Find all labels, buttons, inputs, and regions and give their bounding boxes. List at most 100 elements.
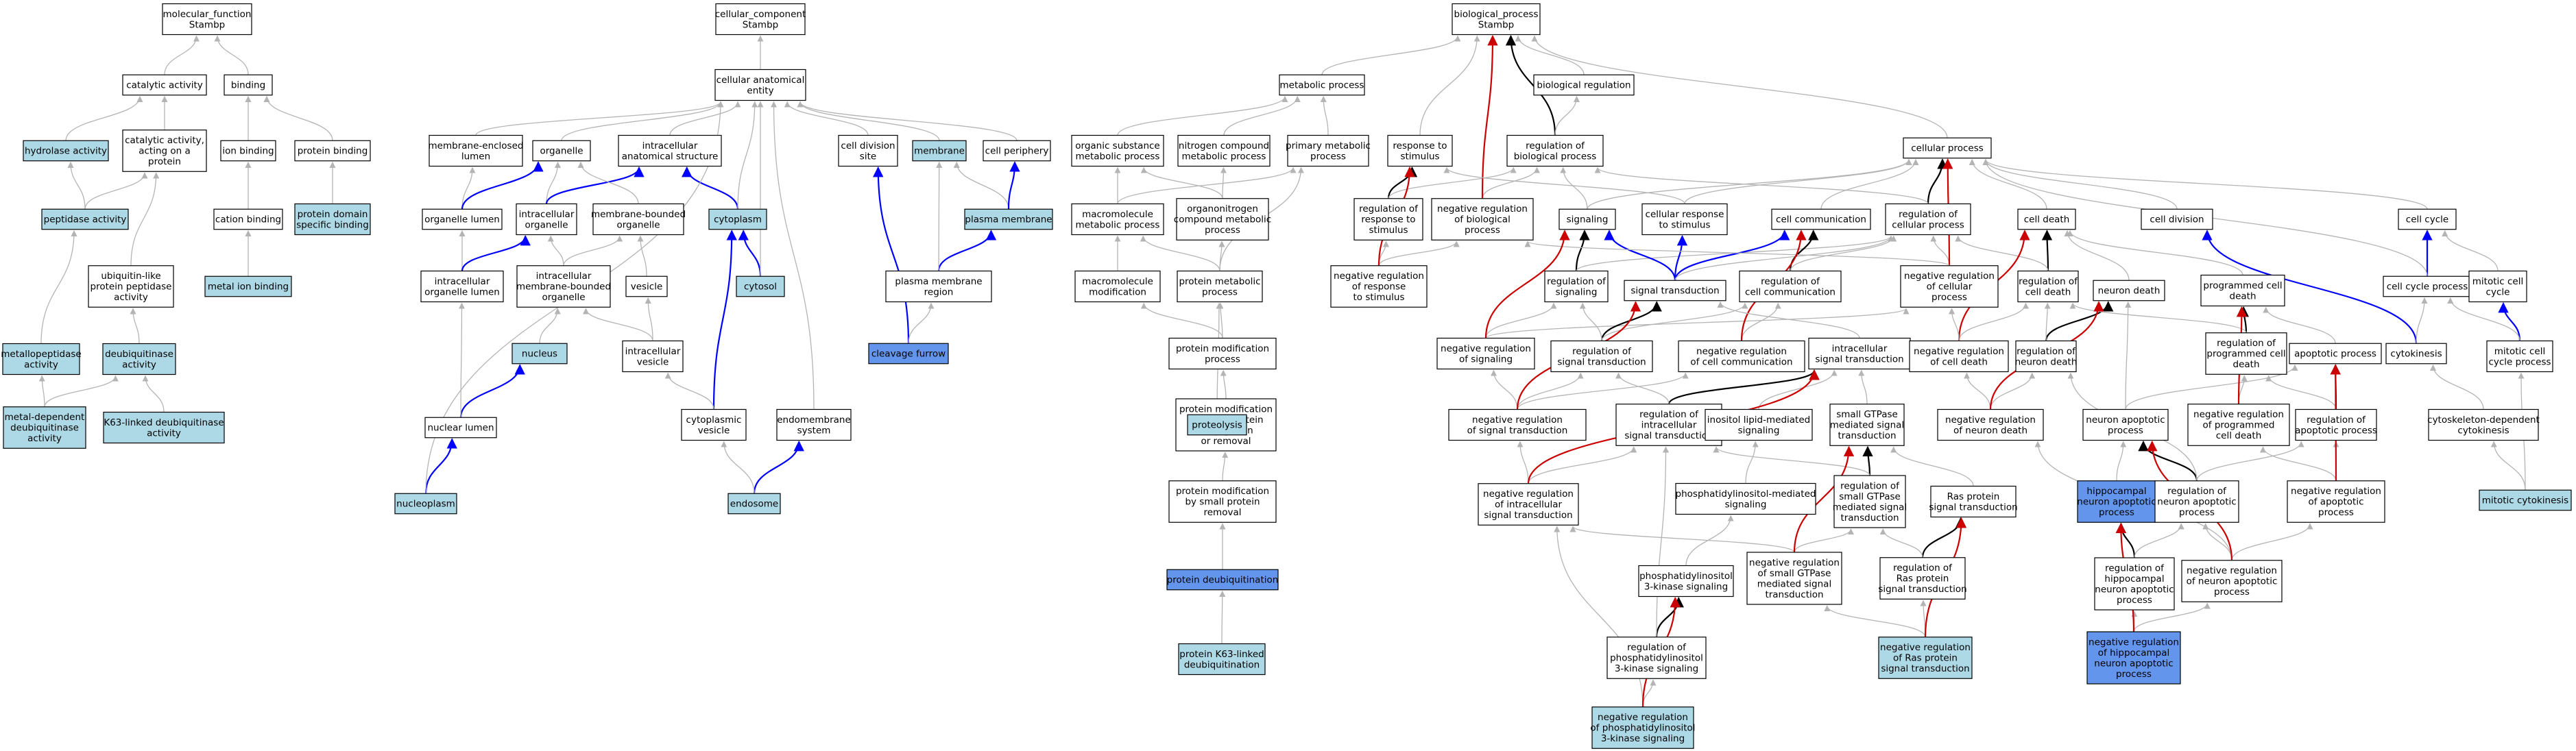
go-term-box — [2479, 489, 2572, 511]
go-term-label: activity — [114, 292, 148, 303]
go-term-label: cellular process — [1911, 143, 1984, 154]
go-term-label: mitotic cell — [2472, 276, 2523, 287]
go-term-box — [2082, 408, 2169, 441]
go-term-label: of phosphatidylinositol — [1590, 723, 1695, 734]
edge-is-a-orglumen-to-memencl — [461, 167, 476, 210]
edge-is-a-negregcell-to-regcell — [1930, 235, 1950, 266]
edge-is-a-regsigtrans-to-regsig — [1579, 302, 1602, 341]
go-term-box — [1387, 134, 1453, 167]
edge-is-a-inositol-to-intrasig — [1758, 369, 1838, 410]
go-term-node-cellperiph: cell periphery — [983, 140, 1051, 162]
go-term-node-sigtrans: signal transduction — [1624, 280, 1726, 301]
go-term-label: intracellular — [519, 209, 575, 220]
edge-is-a-catact-to-molfun — [164, 35, 200, 75]
go-term-label: regulation of — [2217, 338, 2276, 349]
go-term-box — [681, 408, 747, 441]
go-term-box — [2287, 480, 2385, 523]
go-term-box — [2205, 332, 2287, 375]
go-term-label: site — [860, 151, 876, 162]
go-term-node-nuclumen: nuclear lumen — [424, 417, 497, 439]
go-term-label: membrane-bounded — [516, 282, 611, 293]
go-term-node-peptidase: peptidase activity — [41, 208, 129, 230]
go-term-label: process — [2117, 595, 2152, 606]
go-term-box — [2017, 270, 2079, 303]
go-term-label: metabolic process — [1182, 151, 1266, 162]
go-term-label: regulation of — [2307, 415, 2366, 426]
go-term-box — [422, 208, 503, 230]
go-term-label: mediated signal — [1830, 420, 1904, 431]
edge-is-a-regcell-to-regbio — [1594, 167, 1929, 204]
go-term-box — [2015, 340, 2077, 373]
edge-is-a-celldiv-to-cellproc — [1982, 158, 2178, 210]
go-term-box — [625, 275, 668, 297]
edge-is-a-cytovesicle-to-intravesicle — [664, 372, 714, 410]
go-term-label: negative regulation — [1437, 204, 1528, 214]
edge-is-a-negregcelldeath-to-negregcell — [1948, 308, 1960, 341]
go-term-label: hydrolase activity — [25, 146, 107, 157]
go-term-box — [2, 343, 80, 376]
edge-is-a-nuclumen-to-intraorglumen — [458, 302, 466, 418]
go-term-label: nitrogen compound — [1179, 140, 1269, 151]
go-term-label: cell cycle process — [2387, 282, 2468, 293]
go-term-label: organelle — [525, 219, 568, 230]
go-term-label: signaling — [1738, 425, 1780, 436]
go-term-label: biological regulation — [1537, 80, 1630, 91]
go-term-label: Stambp — [189, 19, 225, 30]
go-term-label: compound metabolic — [1174, 214, 1271, 225]
go-term-label: removal — [1204, 507, 1242, 518]
go-term-box — [394, 493, 457, 515]
edge-is-a-protmodproc-to-protmetab — [1217, 302, 1224, 338]
go-term-node-cytokinesis: cytokinesis — [2385, 343, 2447, 365]
go-term-node-bioreg: biological regulation — [1533, 74, 1635, 96]
go-term-label: modification — [1089, 286, 1146, 297]
go-term-label: specific binding — [296, 219, 369, 230]
go-term-label: programmed cell — [2206, 349, 2285, 360]
go-term-label: neuron apoptotic — [2077, 497, 2156, 508]
go-term-label: response to — [1361, 214, 1415, 225]
go-term-label: metal-dependent — [5, 412, 85, 423]
go-term-label: protein K63-linked — [1179, 649, 1264, 660]
go-term-box — [1176, 198, 1269, 241]
edge-is-a-negregsmallgtpase-to-regsmallgtpase — [1794, 528, 1855, 553]
edge-is-a-cellcycle-to-cellproc — [1982, 158, 2428, 210]
go-term-label: cytoskeleton-dependent — [2427, 415, 2540, 426]
go-term-label: transduction — [1765, 589, 1823, 600]
go-term-box — [1353, 198, 1423, 241]
go-term-node-organelle: organelle — [532, 140, 591, 162]
edge-part-of-sigtrans-to-signaling — [1604, 230, 1676, 281]
go-term-box — [1533, 74, 1635, 96]
go-term-label: entity — [747, 85, 773, 96]
go-term-label: neuron death — [2015, 356, 2078, 367]
edge-is-a-reghippo-to-regneuronapop — [2134, 523, 2184, 558]
edge-part-of-intraorg-to-intracas — [545, 166, 645, 204]
edge-is-a-membound-to-organelle — [577, 161, 639, 204]
go-term-label: intracellular — [536, 271, 592, 282]
go-term-label: protein modification — [1176, 486, 1269, 497]
edge-is-a-regsmallgtpase-to-regintrasig — [1713, 446, 1870, 476]
go-term-label: signal transduction — [1881, 663, 1969, 674]
go-term-node-catact: catalytic activity — [122, 74, 207, 96]
go-term-label: organelle — [540, 146, 583, 157]
go-term-label: negative regulation — [1945, 415, 2036, 426]
go-term-label: ion binding — [222, 146, 274, 157]
go-term-label: macromolecule — [1082, 209, 1153, 220]
go-term-box — [1074, 270, 1161, 303]
go-term-box — [294, 140, 371, 162]
go-term-label: cell death — [2025, 286, 2071, 297]
go-term-label: cleavage furrow — [871, 349, 946, 360]
edge-is-a-intrasig-to-sigtrans — [1717, 301, 1860, 338]
go-term-node-cytoplasm: cytoplasm — [708, 208, 767, 230]
edge-is-a-regpi3k-to-regintrasig — [1656, 446, 1670, 637]
go-term-label: intracellular — [1832, 343, 1888, 354]
edge-is-a-cellcomm-to-cellproc — [1820, 158, 1919, 210]
go-term-box — [2398, 208, 2457, 230]
edge-is-a-regneuronapop-to-regapop — [2196, 441, 2304, 481]
